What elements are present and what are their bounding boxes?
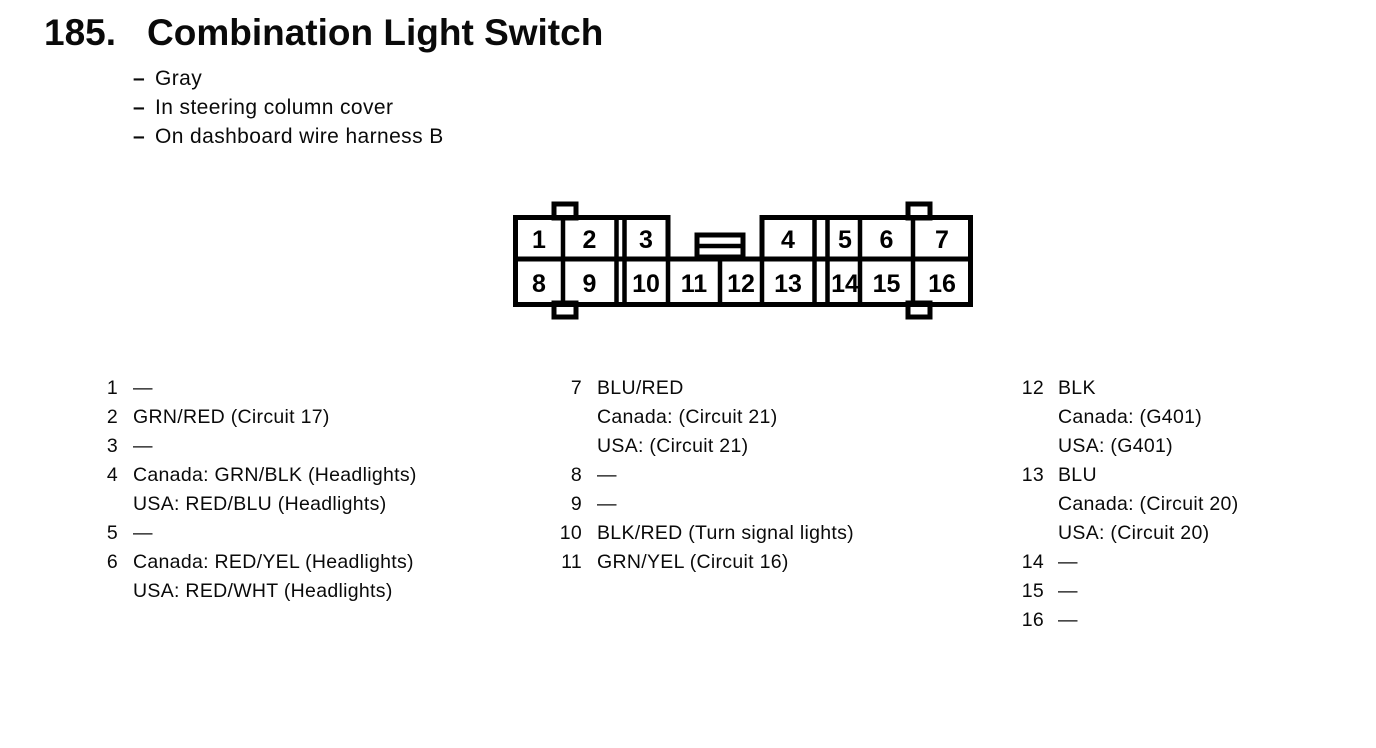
pin-description: Canada: (Circuit 21): [597, 406, 778, 428]
pin-entry: 14 —: [1010, 548, 1239, 577]
pin-entry: 8 —: [548, 461, 854, 490]
pin-description: Canada: RED/YEL (Headlights): [133, 551, 414, 573]
pin-cell-6: 6: [880, 226, 894, 254]
pin-entry: 15 —: [1010, 577, 1239, 606]
pin-description: USA: (G401): [1058, 435, 1173, 457]
pin-cell-3: 3: [639, 226, 653, 254]
pin-cell-7: 7: [935, 226, 949, 254]
pin-description: Canada: (G401): [1058, 406, 1203, 428]
pin-cell-2: 2: [583, 226, 597, 254]
pin-description: Canada: (Circuit 20): [1058, 493, 1239, 515]
pin-description: Canada: GRN/BLK (Headlights): [133, 464, 417, 486]
pin-number: 10: [559, 522, 582, 544]
pin-entry: 1 —: [98, 374, 417, 403]
note-dash: –: [133, 67, 146, 90]
pin-number: 2: [106, 406, 118, 428]
legend-column-3: 12 BLK Canada: (G401) USA: (G401) 13 BLU…: [1010, 374, 1239, 635]
pin-description: —: [1058, 551, 1078, 573]
legend-column-2: 7 BLU/RED Canada: (Circuit 21) USA: (Cir…: [548, 374, 854, 577]
pin-description: USA: (Circuit 21): [597, 435, 749, 457]
pin-description: GRN/YEL (Circuit 16): [597, 551, 789, 573]
note-text: In steering column cover: [155, 96, 394, 119]
note-text: On dashboard wire harness B: [155, 125, 444, 148]
pin-description: BLK: [1058, 377, 1096, 399]
pin-description: USA: RED/BLU (Headlights): [133, 493, 387, 515]
pin-entry: 13 BLU Canada: (Circuit 20) USA: (Circui…: [1010, 461, 1239, 548]
connector-diagram: 1 2 3 4 5 6 7 8 9 10 11 12 13 14 15 16: [513, 201, 973, 320]
pin-number: 8: [570, 464, 582, 486]
note-dash: –: [133, 125, 146, 148]
pin-description: —: [1058, 609, 1078, 631]
pin-cell-12: 12: [727, 270, 755, 298]
pin-number: 13: [1021, 464, 1044, 486]
note-item: – Gray: [133, 64, 444, 93]
pin-description: —: [133, 522, 153, 544]
note-dash: –: [133, 96, 146, 119]
pin-description: —: [133, 377, 153, 399]
pin-entry: 2 GRN/RED (Circuit 17): [98, 403, 417, 432]
pin-number: 6: [106, 551, 118, 573]
pin-cell-8: 8: [532, 270, 546, 298]
pin-cell-10: 10: [632, 270, 660, 298]
pin-description: BLK/RED (Turn signal lights): [597, 522, 854, 544]
pin-cell-5: 5: [838, 226, 852, 254]
pin-number: 11: [561, 551, 582, 573]
pin-cell-15: 15: [873, 270, 901, 298]
pin-number: 9: [570, 493, 582, 515]
pin-cell-13: 13: [774, 270, 802, 298]
pin-number: 16: [1021, 609, 1044, 631]
pin-description: —: [133, 435, 153, 457]
pin-number: 1: [106, 377, 118, 399]
note-text: Gray: [155, 67, 203, 90]
pin-description: BLU: [1058, 464, 1097, 486]
pin-description: USA: RED/WHT (Headlights): [133, 580, 393, 602]
pin-cell-11: 11: [681, 270, 708, 298]
cell-walls: [560, 217, 916, 305]
pin-entry: 9 —: [548, 490, 854, 519]
note-item: – On dashboard wire harness B: [133, 122, 444, 151]
pin-number: 4: [106, 464, 118, 486]
pin-entry: 3 —: [98, 432, 417, 461]
pin-entry: 4 Canada: GRN/BLK (Headlights) USA: RED/…: [98, 461, 417, 519]
page-title: Combination Light Switch: [147, 12, 604, 53]
pin-number: 14: [1021, 551, 1044, 573]
legend-column-1: 1 — 2 GRN/RED (Circuit 17) 3 — 4 Canada:…: [98, 374, 417, 606]
pin-cell-14: 14: [831, 270, 859, 298]
pin-description: —: [597, 464, 617, 486]
pin-entry: 12 BLK Canada: (G401) USA: (G401): [1010, 374, 1239, 461]
pin-entry: 10 BLK/RED (Turn signal lights): [548, 519, 854, 548]
pin-description: —: [1058, 580, 1078, 602]
pin-number: 5: [106, 522, 118, 544]
pin-description: GRN/RED (Circuit 17): [133, 406, 330, 428]
pin-description: —: [597, 493, 617, 515]
notes-list: – Gray – In steering column cover – On d…: [133, 64, 444, 151]
pin-number: 15: [1021, 580, 1044, 602]
pin-cell-9: 9: [583, 270, 597, 298]
pin-cell-1: 1: [532, 226, 546, 254]
pin-number: 7: [570, 377, 582, 399]
pin-entry: 16 —: [1010, 606, 1239, 635]
pin-number: 3: [106, 435, 118, 457]
pin-entry: 6 Canada: RED/YEL (Headlights) USA: RED/…: [98, 548, 417, 606]
pin-cell-16: 16: [928, 270, 956, 298]
pin-description: USA: (Circuit 20): [1058, 522, 1210, 544]
pin-cell-4: 4: [781, 226, 795, 254]
pin-entry: 7 BLU/RED Canada: (Circuit 21) USA: (Cir…: [548, 374, 854, 461]
pin-entry: 5 —: [98, 519, 417, 548]
note-item: – In steering column cover: [133, 93, 444, 122]
pin-description: BLU/RED: [597, 377, 684, 399]
section-title: 185. Combination Light Switch: [44, 12, 603, 54]
section-number: 185.: [44, 12, 117, 53]
pin-number: 12: [1021, 377, 1044, 399]
pin-entry: 11 GRN/YEL (Circuit 16): [548, 548, 854, 577]
